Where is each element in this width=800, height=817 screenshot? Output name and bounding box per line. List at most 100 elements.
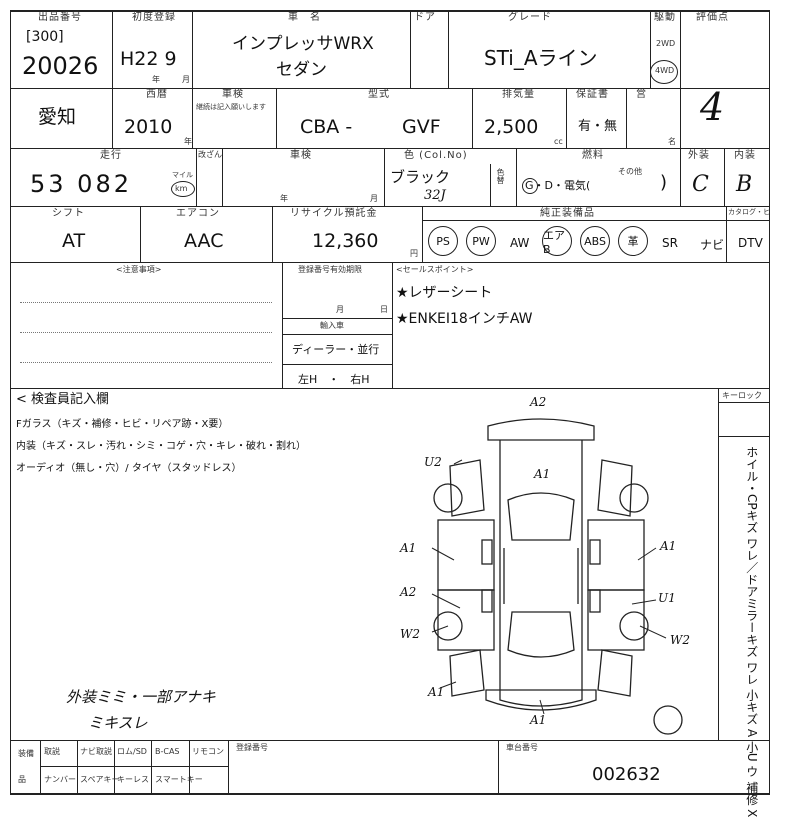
inspection-note: 継続は記入願いします: [196, 103, 266, 111]
mileage-unit-mile: マイル: [172, 171, 193, 179]
damage-mark: U2: [424, 455, 442, 469]
divider: [114, 740, 115, 794]
recycle-label: リサイクル預託金: [290, 208, 378, 219]
import-value: ディーラー・並行: [292, 343, 380, 356]
divider: [10, 206, 770, 207]
fuel-close: ): [660, 172, 668, 193]
equip-label: 装備: [18, 749, 34, 758]
divider: [472, 88, 473, 148]
damage-mark: A1: [530, 713, 547, 727]
evaluation-score: 4: [700, 85, 725, 129]
divider: [448, 10, 449, 88]
grade: STi_Aライン: [484, 46, 598, 70]
km-circle: [171, 181, 195, 197]
handwritten-note-2: ミキスレ: [88, 714, 148, 732]
inspection-line-2: 内装（キズ・スレ・汚れ・シミ・コゲ・穴・キレ・破れ・割れ）: [16, 441, 306, 452]
recycle-deposit: 12,360: [312, 230, 379, 252]
notes-label: <注意事項>: [116, 265, 162, 274]
door-label: ドア: [414, 12, 436, 23]
mileage: 53 082: [30, 170, 132, 198]
air-conditioner: AAC: [184, 230, 224, 252]
first-registration: H22 9: [120, 48, 177, 70]
car-diagram: [431, 418, 683, 735]
listing-number: 20026: [22, 52, 99, 80]
equipment-label: 純正装備品: [540, 208, 595, 219]
drive-label: 駆動: [654, 12, 676, 23]
damage-mark: A1: [428, 685, 445, 699]
color-label: 色 (Col.No): [404, 150, 468, 161]
listing-no-sub: [300]: [26, 29, 64, 45]
body-type: セダン: [276, 60, 327, 80]
divider: [718, 388, 719, 740]
interior-grade: B: [736, 172, 753, 197]
exterior-label: 外装: [688, 150, 710, 161]
equipment-item: ナビ: [700, 238, 725, 252]
damage-mark: A1: [400, 541, 417, 555]
model-label: 型式: [368, 89, 390, 100]
border-top: [10, 10, 770, 12]
color: ブラック: [390, 168, 451, 186]
drive-circle: [650, 60, 678, 84]
note-label: 営: [636, 89, 647, 100]
steering-value: 左H ・ 右H: [298, 373, 370, 386]
auction-sheet: 出品番号 [300] 20026 初度登録 H22 9 年 月 車 名 インプレ…: [10, 10, 770, 817]
divider: [40, 740, 41, 794]
fuel-circle: [522, 178, 538, 194]
color-code: 32J: [424, 188, 446, 203]
divider: [222, 148, 223, 206]
catalog-label: カタログ・ヒ: [728, 208, 770, 216]
divider: [410, 10, 411, 88]
divider: [384, 148, 385, 206]
damage-mark: A1: [534, 467, 551, 481]
year-unit: 年: [280, 194, 288, 203]
handwritten-note-1: 外装ミミ・一部アナキ: [66, 688, 216, 706]
car-name-label: 車 名: [288, 12, 321, 23]
divider: [680, 148, 681, 206]
car-name: インプレッサWRX: [232, 34, 374, 54]
divider: [422, 220, 770, 221]
note-sub: 名: [668, 137, 676, 146]
divider: [10, 148, 770, 149]
sales-points-label: <セールスポイント>: [396, 265, 474, 274]
drive-2wd: 2WD: [656, 39, 676, 48]
warranty-value: 有・無: [578, 119, 618, 134]
divider: [10, 740, 770, 741]
displacement: 2,500: [484, 116, 539, 138]
fuel-options: G・D・電気(: [525, 179, 591, 192]
displacement-unit: cc: [554, 137, 563, 146]
damage-mark: W2: [400, 627, 420, 641]
sales-point-1: ★レザーシート: [396, 285, 493, 301]
day-unit: 日: [380, 305, 388, 314]
meter-label: 改ざん: [198, 150, 222, 159]
footer-item: 取説: [44, 747, 60, 756]
footer-item: ナンバー: [44, 775, 76, 784]
import-label: 輸入車: [320, 321, 344, 330]
year-unit: 年: [184, 137, 192, 146]
chassis-number: 002632: [592, 764, 661, 785]
divider: [566, 88, 567, 148]
footer-item: スペアキー: [80, 775, 120, 784]
divider: [196, 148, 197, 206]
divider: [10, 388, 770, 389]
reg-no-label: 登録番号: [236, 743, 268, 752]
year-unit: 年: [152, 75, 160, 84]
divider: [422, 206, 423, 262]
sales-point-2: ★ENKEI18インチAW: [396, 311, 533, 327]
warranty-label: 保証書: [576, 89, 609, 100]
divider: [392, 262, 393, 388]
footer-item: スマートキー: [155, 775, 203, 784]
month-unit: 月: [370, 194, 378, 203]
divider: [282, 318, 392, 319]
note-line: [20, 362, 272, 363]
damage-mark: A2: [530, 395, 547, 409]
grade-label: グレード: [508, 12, 552, 23]
month-unit: 月: [182, 75, 190, 84]
equipment-item: PW: [466, 226, 496, 256]
drive-4wd: 4WD: [655, 66, 675, 75]
score-label: 評価点: [696, 12, 729, 23]
chassis-label: 車台番号: [506, 743, 538, 752]
border-bottom: [10, 793, 770, 795]
divider: [498, 740, 499, 794]
border-left: [10, 10, 11, 795]
inspection-title: < 検査員記入欄: [16, 392, 110, 407]
